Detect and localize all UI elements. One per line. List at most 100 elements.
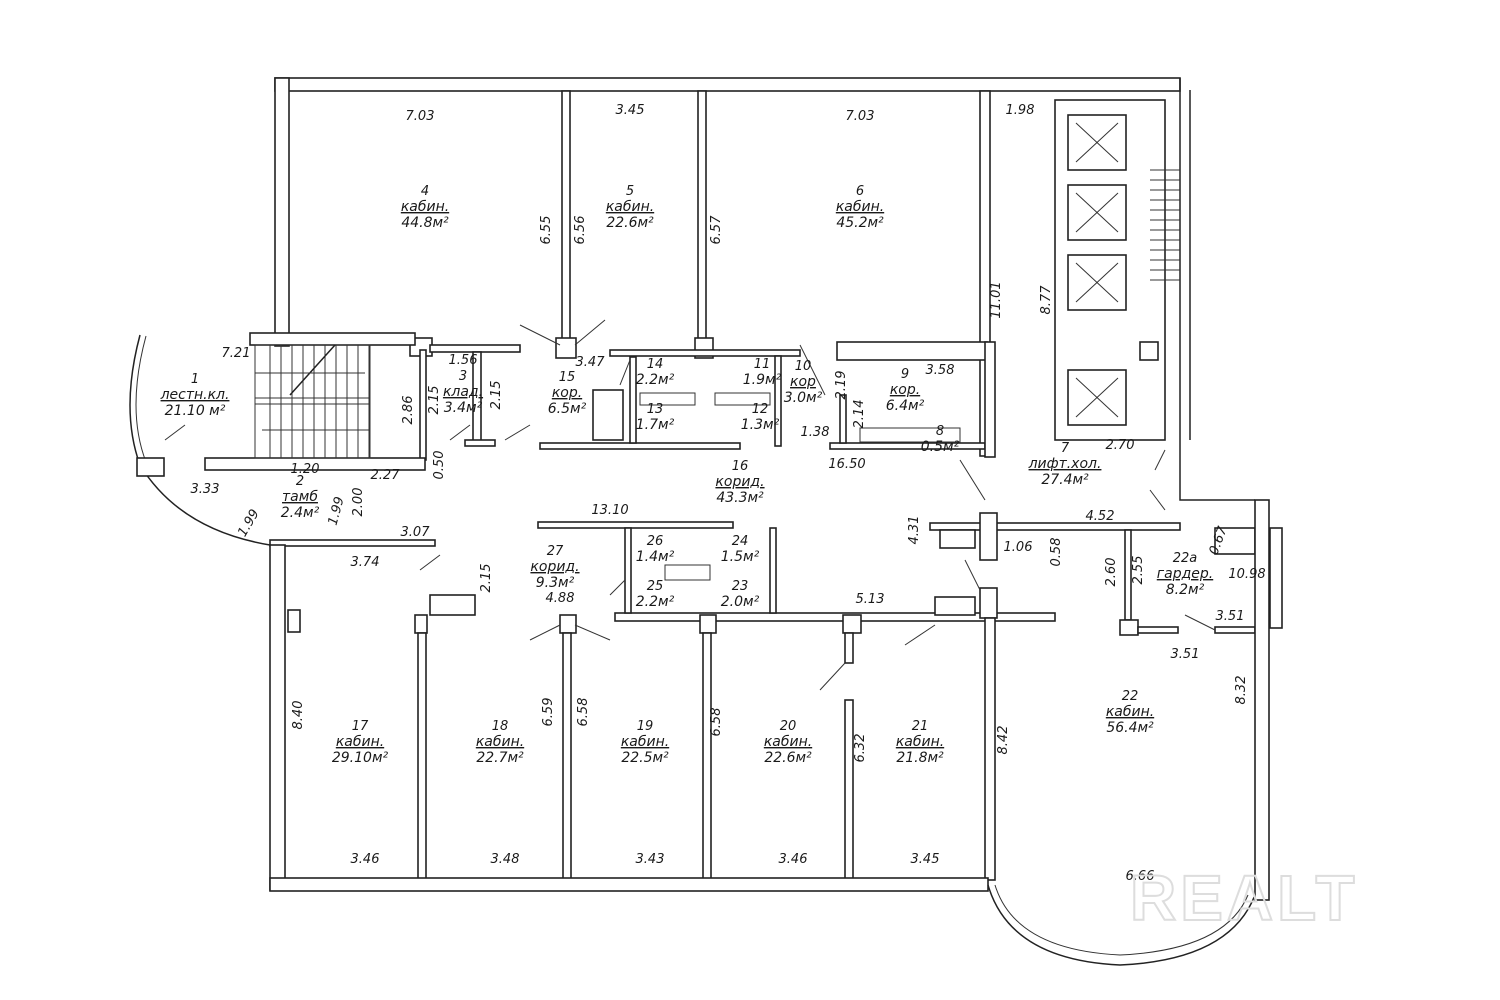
dimension-label: 8.77 bbox=[1039, 285, 1054, 315]
room-number: 8 bbox=[936, 424, 944, 439]
room-number: 21 bbox=[912, 719, 929, 734]
room-area: 6.5м² bbox=[548, 401, 587, 417]
room-name: гардер. bbox=[1157, 566, 1213, 582]
room-area: 3.4м² bbox=[444, 400, 483, 416]
room-name: кор. bbox=[552, 385, 582, 401]
room-label-25: 252.2м² bbox=[636, 579, 675, 610]
room-number: 4 bbox=[421, 184, 429, 199]
dimension-label: 2.00 bbox=[351, 488, 366, 517]
room-area: 2.4м² bbox=[281, 505, 320, 521]
room-number: 7 bbox=[1061, 441, 1070, 456]
room-name: корид. bbox=[530, 559, 579, 575]
room-number: 22 bbox=[1122, 689, 1139, 704]
room-label-13: 131.7м² bbox=[636, 402, 675, 433]
room-number: 3 bbox=[459, 369, 467, 384]
dimension-label: 3.51 bbox=[1171, 647, 1200, 662]
room-number: 5 bbox=[626, 184, 634, 199]
room-area: 1.7м² bbox=[636, 417, 675, 433]
dimension-label: 7.03 bbox=[406, 109, 435, 124]
room-number: 25 bbox=[647, 579, 664, 594]
dimension-label: 4.88 bbox=[546, 591, 575, 606]
dimension-label: 3.51 bbox=[1216, 609, 1245, 624]
room-area: 1.5м² bbox=[721, 549, 760, 565]
dimension-label: 2.60 bbox=[1104, 558, 1119, 587]
room-name: кабин. bbox=[1106, 704, 1154, 720]
dimension-label: 5.13 bbox=[856, 592, 885, 607]
room-name: кабин. bbox=[896, 734, 944, 750]
dimension-label: 3.45 bbox=[616, 103, 645, 118]
dimension-label: 3.07 bbox=[401, 525, 431, 540]
room-number: 17 bbox=[352, 719, 369, 734]
room-area: 22.6м² bbox=[606, 215, 654, 231]
dimension-label: 3.46 bbox=[351, 852, 380, 867]
room-name: кабин. bbox=[836, 199, 884, 215]
dimension-label: 3.47 bbox=[576, 355, 606, 370]
dimension-label: 6.59 bbox=[541, 698, 556, 727]
room-name: кабин. bbox=[476, 734, 524, 750]
room-number: 11 bbox=[754, 357, 771, 372]
room-area: 27.4м² bbox=[1041, 472, 1089, 488]
dimension-label: 2.86 bbox=[401, 396, 416, 425]
dimension-label: 8.40 bbox=[291, 701, 306, 730]
room-area: 56.4м² bbox=[1106, 720, 1154, 736]
dimension-label: 2.14 bbox=[852, 400, 867, 429]
dimension-label: 2.70 bbox=[1106, 438, 1135, 453]
room-area: 9.3м² bbox=[536, 575, 575, 591]
room-number: 22а bbox=[1173, 551, 1198, 566]
room-area: 45.2м² bbox=[836, 215, 884, 231]
dimension-label: 6.55 bbox=[539, 216, 554, 245]
room-label-8: 80.5м² bbox=[921, 424, 960, 455]
dimension-label: 1.06 bbox=[1004, 540, 1033, 555]
dimension-label: 4.31 bbox=[907, 516, 922, 545]
staircase bbox=[254, 344, 371, 459]
room-name: клад. bbox=[443, 384, 483, 400]
room-number: 16 bbox=[732, 459, 749, 474]
dimension-label: 6.56 bbox=[573, 216, 588, 245]
dimension-label: 16.50 bbox=[828, 457, 865, 472]
room-area: 8.2м² bbox=[1166, 582, 1205, 598]
room-number: 19 bbox=[637, 719, 654, 734]
dimension-label: 1.20 bbox=[291, 462, 320, 477]
dimension-label: 3.46 bbox=[779, 852, 808, 867]
room-area: 43.3м² bbox=[716, 490, 764, 506]
dimension-label: 1.99 bbox=[326, 495, 348, 527]
dimension-label: 8.32 bbox=[1234, 676, 1249, 705]
room-name: кабин. bbox=[764, 734, 812, 750]
dimension-label: 7.03 bbox=[846, 109, 875, 124]
room-area: 21.10 м² bbox=[165, 403, 226, 419]
room-area: 44.8м² bbox=[401, 215, 449, 231]
room-number: 1 bbox=[191, 372, 199, 387]
room-name: кор. bbox=[890, 382, 920, 398]
dimension-label: 3.58 bbox=[926, 363, 955, 378]
dimension-label: 11.01 bbox=[989, 281, 1004, 318]
room-number: 24 bbox=[732, 534, 749, 549]
room-number: 15 bbox=[559, 370, 576, 385]
lift-shafts bbox=[1054, 90, 1191, 441]
dimension-label: 4.52 bbox=[1086, 509, 1115, 524]
dimension-label: 7.21 bbox=[222, 346, 251, 361]
dimension-label: 1.98 bbox=[1006, 103, 1035, 118]
room-area: 0.5м² bbox=[921, 439, 960, 455]
room-number: 27 bbox=[547, 544, 564, 559]
room-area: 21.8м² bbox=[896, 750, 944, 766]
stair-steps-right bbox=[1150, 169, 1180, 281]
dimension-label: 2.19 bbox=[834, 371, 849, 400]
dimension-label: 1.38 bbox=[801, 425, 830, 440]
walls bbox=[129, 77, 1283, 966]
dimension-label: 3.74 bbox=[351, 555, 380, 570]
dimension-label: 2.15 bbox=[479, 564, 494, 593]
room-number: 23 bbox=[732, 579, 749, 594]
room-area: 2.0м² bbox=[721, 594, 760, 610]
